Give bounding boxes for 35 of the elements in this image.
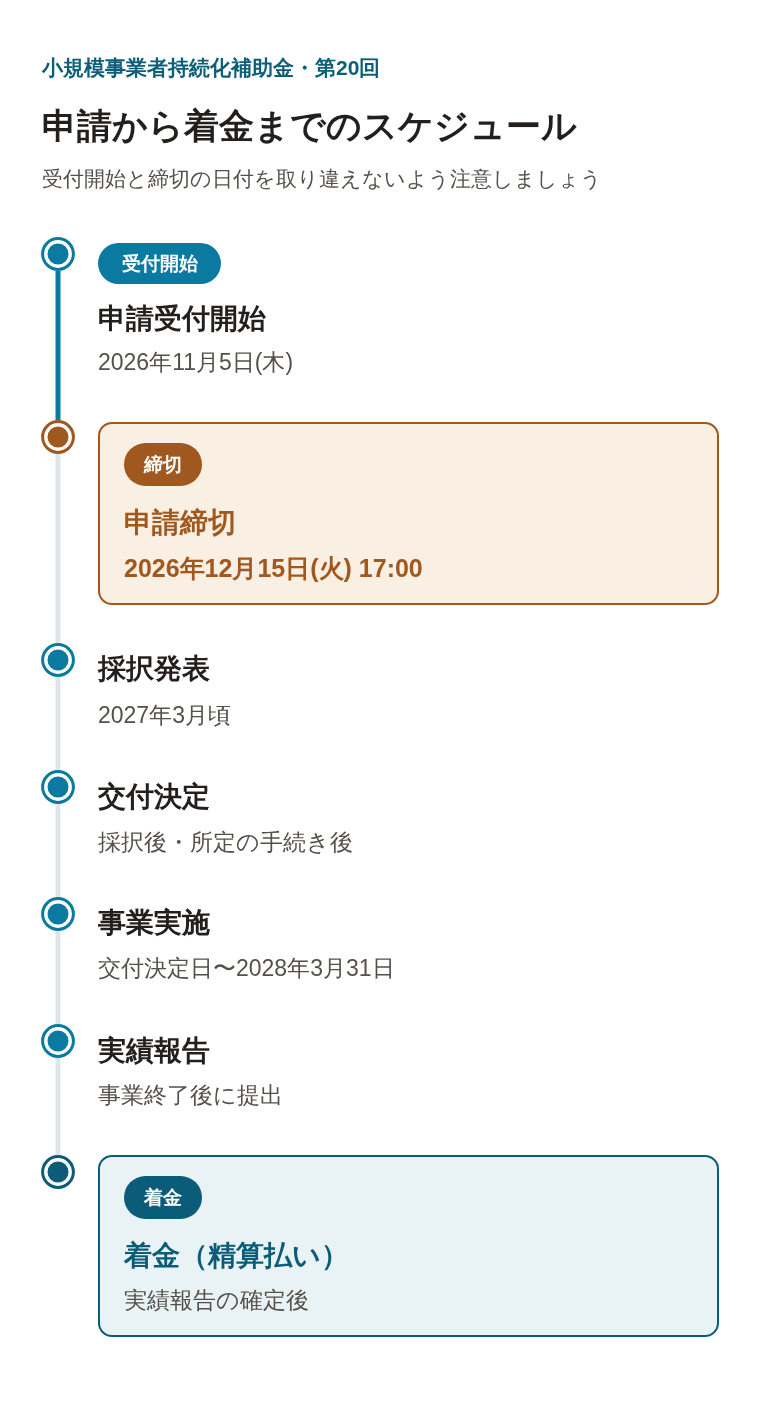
timeline-dot xyxy=(41,897,75,931)
timeline-line xyxy=(55,804,61,897)
step-title: 交付決定 xyxy=(98,779,210,814)
step-title: 実績報告 xyxy=(98,1033,210,1068)
timeline-dot xyxy=(41,1024,75,1058)
step-detail: 交付決定日〜2028年3月31日 xyxy=(98,954,395,983)
timeline-line xyxy=(55,931,61,1024)
step-title: 申請受付開始 xyxy=(98,301,266,336)
step-detail: 実績報告の確定後 xyxy=(124,1286,309,1315)
step-detail: 2026年12月15日(火) 17:00 xyxy=(124,552,423,584)
timeline-dot xyxy=(41,643,75,677)
step-detail: 採択後・所定の手続き後 xyxy=(98,828,353,857)
step-title: 事業実施 xyxy=(98,905,210,940)
timeline-dot xyxy=(41,420,75,454)
status-badge: 締切 xyxy=(124,443,202,486)
timeline-dot xyxy=(41,770,75,804)
step-title: 着金（精算払い） xyxy=(124,1238,349,1273)
timeline-line xyxy=(55,1058,61,1155)
series-label: 小規模事業者持続化補助金・第20回 xyxy=(42,54,381,81)
timeline-line xyxy=(55,271,61,420)
highlight-card xyxy=(98,422,719,605)
status-badge: 受付開始 xyxy=(98,243,221,284)
highlight-card xyxy=(98,1155,719,1337)
status-badge: 着金 xyxy=(124,1176,202,1219)
step-detail: 事業終了後に提出 xyxy=(98,1081,283,1110)
timeline-dot xyxy=(41,237,75,271)
step-detail: 2026年11月5日(木) xyxy=(98,348,294,377)
timeline-line xyxy=(55,454,61,643)
step-title: 採択発表 xyxy=(98,651,210,686)
timeline-dot xyxy=(41,1155,75,1189)
step-detail: 2027年3月頃 xyxy=(98,701,231,730)
subtitle: 受付開始と締切の日付を取り違えないよう注意しましょう xyxy=(42,165,602,192)
step-title: 申請締切 xyxy=(124,505,236,540)
timeline-line xyxy=(55,677,61,770)
page-title: 申請から着金までのスケジュール xyxy=(42,104,577,147)
